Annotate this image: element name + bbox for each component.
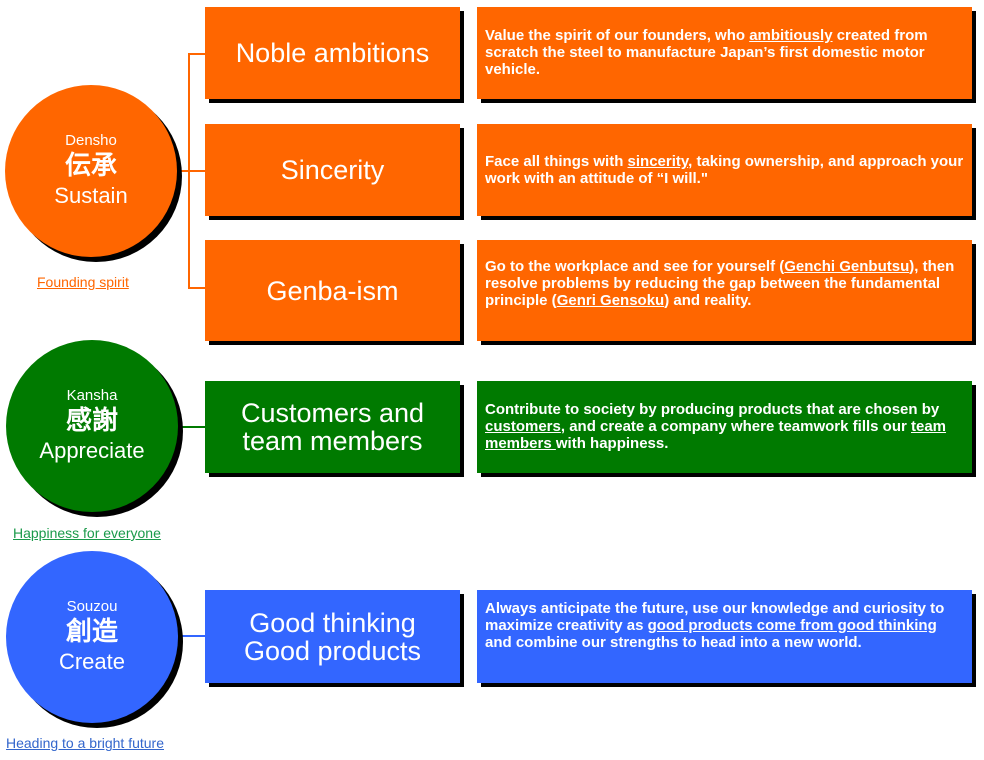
circle-kanji: 創造 [65,617,118,647]
circle-kanji: 感謝 [65,406,118,436]
value-desc-good-thinking: Always anticipate the future, use our kn… [477,590,972,683]
circle-romaji: Kansha [66,387,118,404]
desc-text: Face all things with sincerity, taking o… [485,153,964,187]
connector-line [188,287,205,289]
desc-text: Go to the workplace and see for yourself… [485,258,955,309]
kansha-circle: Kansha 感謝 Appreciate [6,340,178,512]
circle-romaji: Souzou [66,598,118,615]
value-label-sincerity: Sincerity [205,124,460,216]
value-label-genba-ism: Genba-ism [205,240,460,341]
value-desc-sincerity: Face all things with sincerity, taking o… [477,124,972,216]
founding-spirit-link[interactable]: Founding spirit [37,274,129,290]
value-label-customers-team: Customers and team members [205,381,460,473]
bright-future-link[interactable]: Heading to a bright future [6,735,164,751]
circle-english: Create [58,649,126,674]
value-desc-customers-team: Contribute to society by producing produ… [477,381,972,473]
circle-english: Appreciate [39,438,145,463]
happiness-link[interactable]: Happiness for everyone [13,525,161,541]
desc-text: Always anticipate the future, use our kn… [485,600,945,651]
value-label-good-thinking: Good thinking Good products [205,590,460,683]
value-desc-noble-ambitions: Value the spirit of our founders, who am… [477,7,972,99]
connector-line [176,635,205,637]
souzou-circle: Souzou 創造 Create [6,551,178,723]
circle-english: Sustain [54,183,128,208]
connector-line [188,53,205,55]
desc-text: Value the spirit of our founders, who am… [485,27,928,78]
value-label-noble-ambitions: Noble ambitions [205,7,460,99]
circle-romaji: Densho [65,132,117,149]
value-desc-genba-ism: Go to the workplace and see for yourself… [477,240,972,341]
connector-line [178,170,205,172]
circle-kanji: 伝承 [64,151,117,181]
densho-circle: Densho 伝承 Sustain [5,85,177,257]
desc-text: Contribute to society by producing produ… [485,401,947,452]
connector-line [176,426,205,428]
